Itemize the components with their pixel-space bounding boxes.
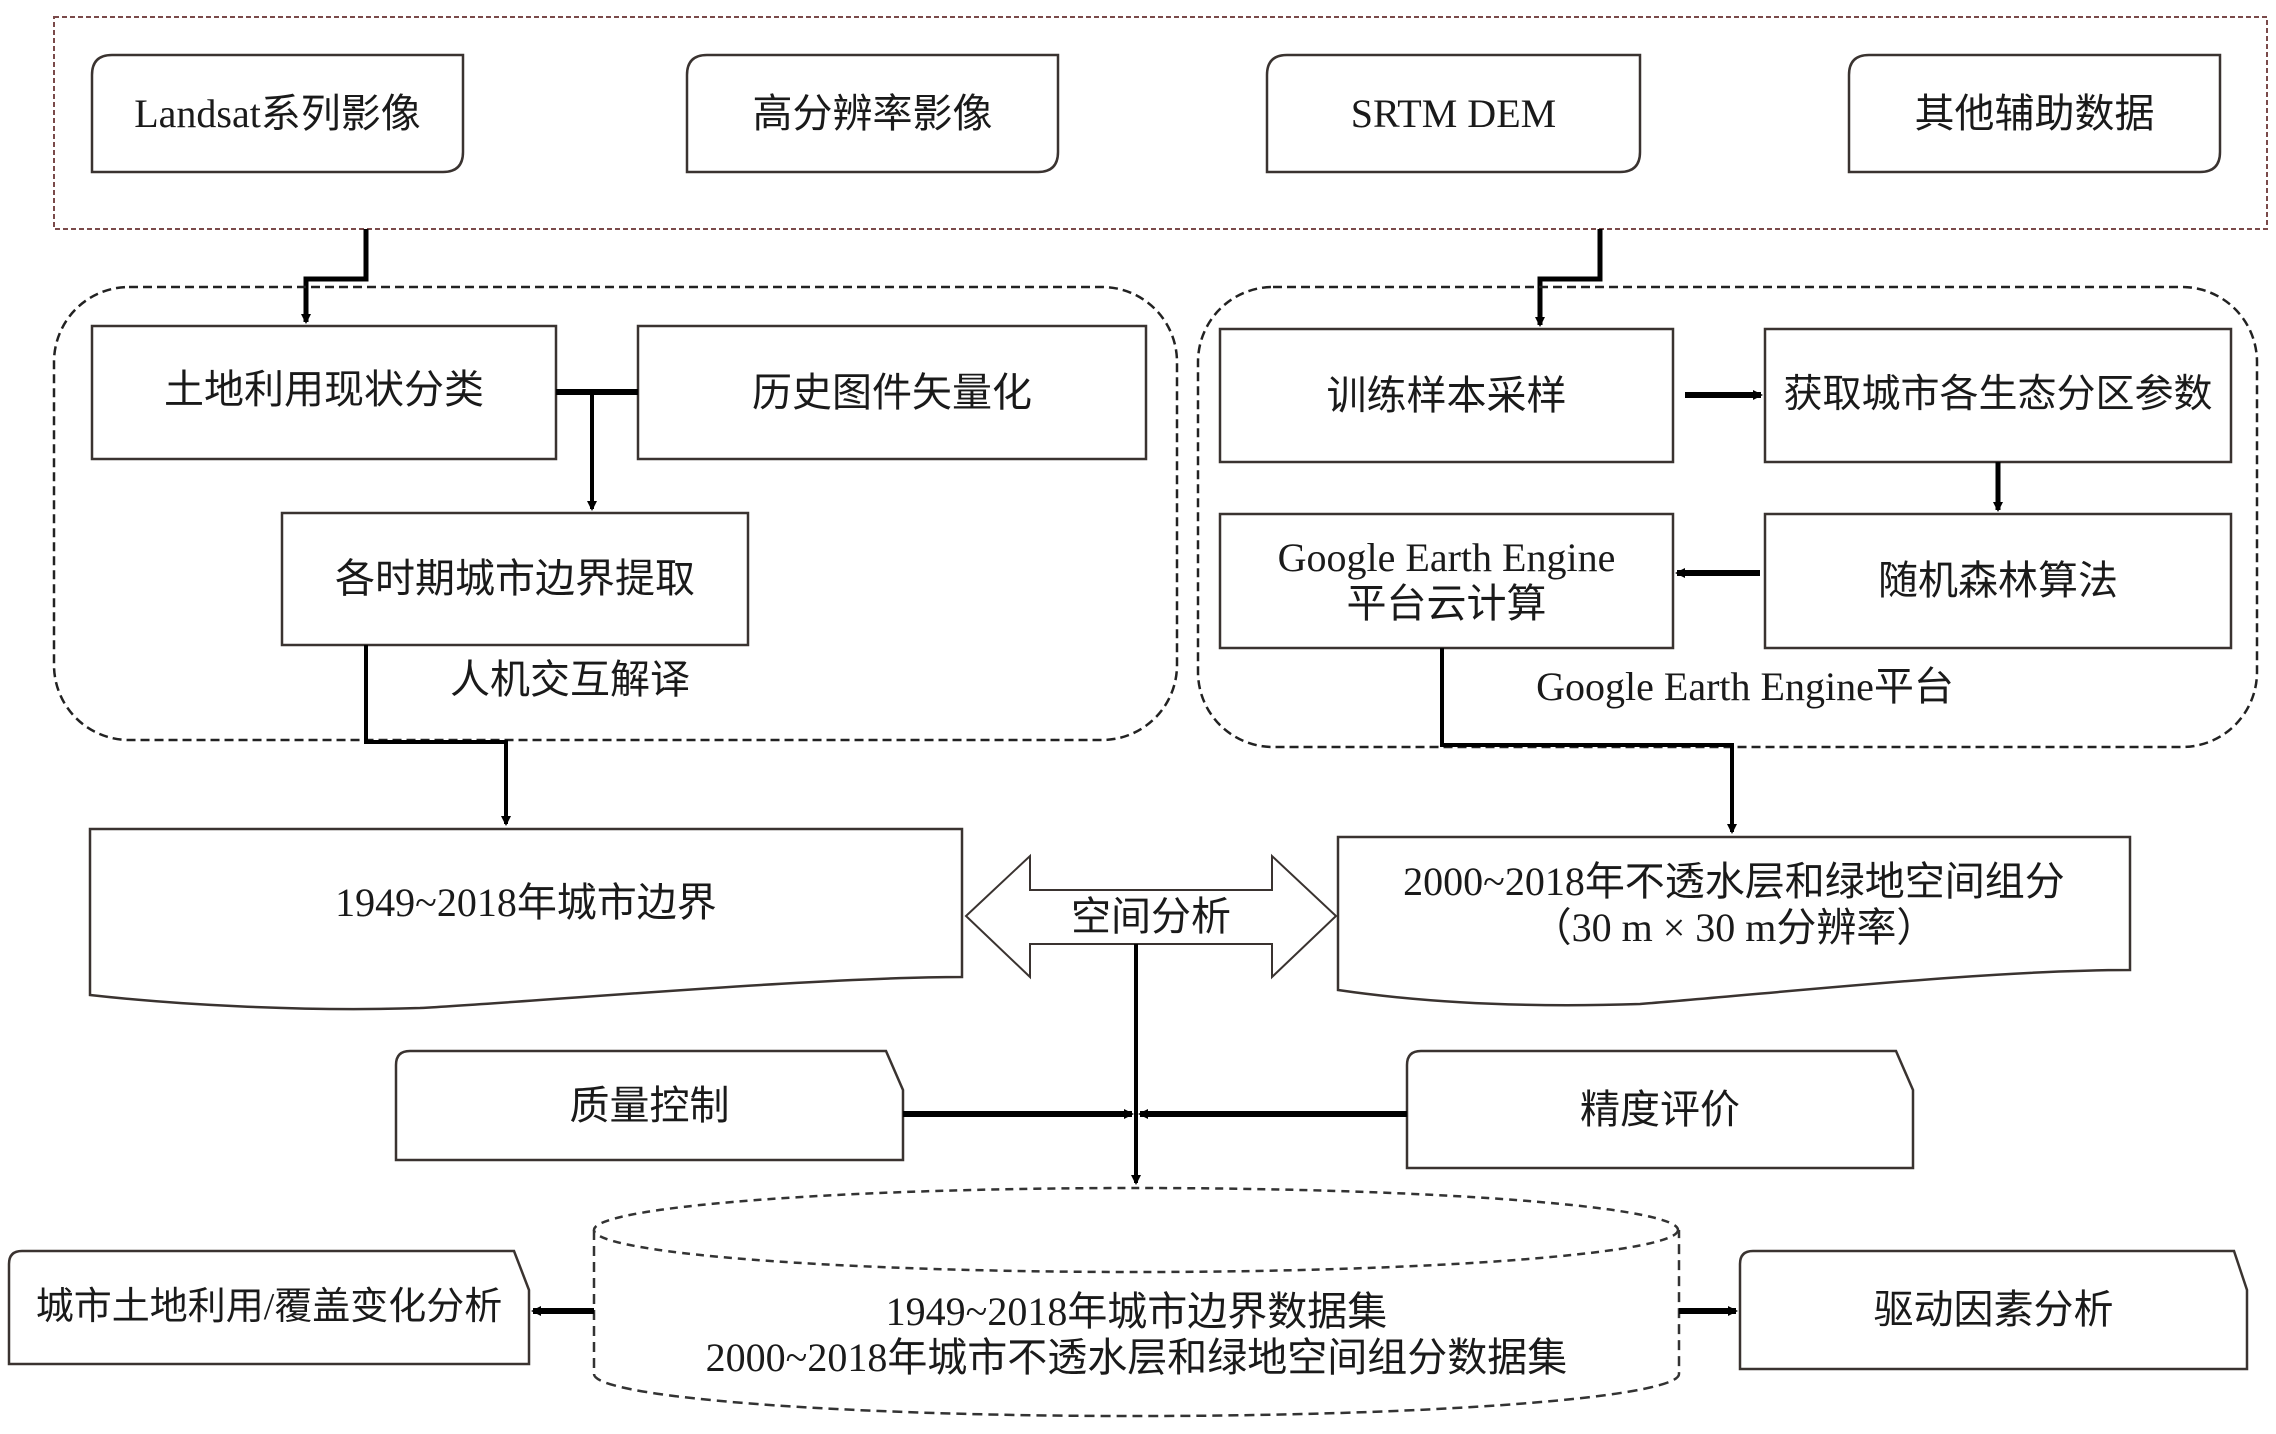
params-label: 获取城市各生态分区参数: [1783, 373, 2213, 417]
random-forest-box[interactable]: [1763, 512, 2233, 650]
components-doc[interactable]: [1336, 835, 2132, 1007]
arrow-to-boundary: [364, 645, 511, 826]
gee-compute-line2: 平台云计算: [1346, 581, 1547, 626]
arrow-to-left-group: [301, 229, 369, 324]
training-box[interactable]: [1218, 327, 1675, 464]
random-forest-label: 随机森林算法: [1878, 558, 2118, 603]
components-doc-label: 2000~2018年不透水层和绿地空间组分 （30 m × 30 m分辨率）: [1338, 850, 2130, 960]
landsat-label: Landsat系列影像: [134, 90, 421, 136]
dataset-cylinder-body[interactable]: [592, 1230, 1681, 1418]
accuracy-box[interactable]: [1405, 1049, 1915, 1170]
land-use-label: 土地利用现状分类: [164, 366, 484, 412]
gee-compute-box[interactable]: [1218, 512, 1675, 650]
boundary-doc[interactable]: [88, 827, 964, 1011]
accuracy-label: 精度评价: [1580, 1086, 1740, 1132]
quality-box[interactable]: [394, 1049, 905, 1162]
spatial-analysis-label: 空间分析: [1030, 892, 1272, 942]
other-data-label: 其他辅助数据: [1914, 90, 2155, 136]
dataset-line2: 2000~2018年城市不透水层和绿地空间组分数据集: [705, 1335, 1568, 1380]
srtm-box[interactable]: [1265, 53, 1642, 174]
manual-interpretation-caption: 人机交互解译: [450, 657, 690, 702]
land-use-box[interactable]: [90, 324, 558, 461]
gee-compute-label: Google Earth Engine 平台云计算: [1220, 514, 1673, 648]
gee-platform-caption: Google Earth Engine平台: [1536, 664, 1954, 709]
components-line1: 2000~2018年不透水层和绿地空间组分: [1403, 859, 2065, 904]
extract-label: 各时期城市边界提取: [335, 556, 695, 601]
dataset-cylinder-top: [592, 1186, 1680, 1274]
lucc-box[interactable]: [7, 1249, 531, 1366]
source-data-container: [53, 16, 2268, 230]
quality-label: 质量控制: [569, 1082, 730, 1128]
high-res-box[interactable]: [685, 53, 1060, 174]
dataset-line1: 1949~2018年城市边界数据集: [885, 1289, 1388, 1334]
vectorize-label: 历史图件矢量化: [752, 369, 1032, 415]
other-data-box[interactable]: [1847, 53, 2222, 174]
vectorize-box[interactable]: [636, 324, 1148, 461]
lucc-label: 城市土地利用/覆盖变化分析: [35, 1285, 503, 1328]
drivers-box[interactable]: [1738, 1249, 2249, 1371]
dataset-label: 1949~2018年城市边界数据集 2000~2018年城市不透水层和绿地空间组…: [600, 1280, 1673, 1390]
boundary-doc-label: 1949~2018年城市边界: [335, 880, 717, 925]
drivers-label: 驱动因素分析: [1873, 1287, 2114, 1332]
components-line2: （30 m × 30 m分辨率）: [1531, 905, 1937, 950]
srtm-label: SRTM DEM: [1350, 90, 1557, 136]
extract-boundary-box[interactable]: [280, 511, 750, 647]
training-label: 训练样本采样: [1326, 372, 1567, 418]
gee-compute-line1: Google Earth Engine: [1277, 535, 1616, 580]
arrow-to-right-group: [1535, 229, 1603, 327]
landsat-box[interactable]: [90, 53, 465, 174]
high-res-label: 高分辨率影像: [752, 90, 993, 136]
arrow-to-components: [1440, 648, 1737, 834]
